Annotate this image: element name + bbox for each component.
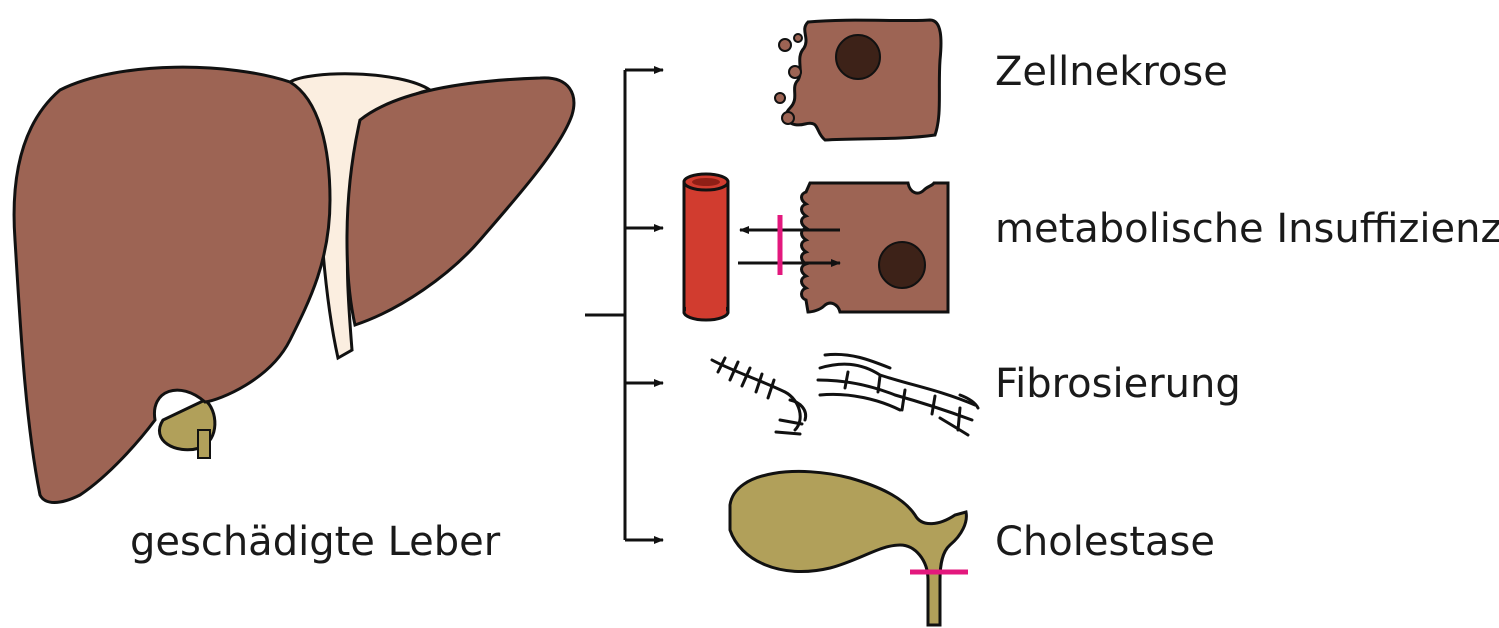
necrotic-cell-illustration xyxy=(775,20,941,140)
liver-bile-duct xyxy=(198,430,210,458)
outcome-label-3: Fibrosierung xyxy=(995,361,1241,407)
outcome-label-1: Zellnekrose xyxy=(995,49,1228,95)
cell-nucleus xyxy=(836,35,880,79)
blood-vessel-cover xyxy=(686,300,726,312)
outcome-label-2: metabolische Insuffizienz xyxy=(995,206,1499,252)
cholestasis-illustration xyxy=(730,471,968,625)
necrotic-fragment xyxy=(782,112,794,124)
necrotic-fragment xyxy=(775,93,785,103)
fiber-strand xyxy=(820,364,975,405)
hepatocyte-nucleus xyxy=(879,242,925,288)
gallbladder-shape xyxy=(730,471,966,625)
necrotic-fragment xyxy=(794,34,802,42)
liver-illustration xyxy=(14,67,574,502)
fiber-strand xyxy=(818,380,972,420)
outcome-label-4: Cholestase xyxy=(995,519,1215,565)
necrotic-fragment xyxy=(779,39,791,51)
fibrosis-illustration xyxy=(712,354,978,435)
hepatocyte-body xyxy=(802,183,949,312)
metabolic-illustration xyxy=(684,174,948,320)
necrotic-fragment xyxy=(789,66,801,78)
source-label: geschädigte Leber xyxy=(130,519,501,565)
branch-connector xyxy=(585,70,663,540)
fiber-strand xyxy=(820,394,968,435)
blood-vessel-lumen xyxy=(692,178,720,186)
blood-vessel-body xyxy=(684,182,728,312)
liver-left-lobe xyxy=(347,78,574,325)
fiber-strand xyxy=(718,358,774,398)
fiber-strand xyxy=(712,360,800,430)
